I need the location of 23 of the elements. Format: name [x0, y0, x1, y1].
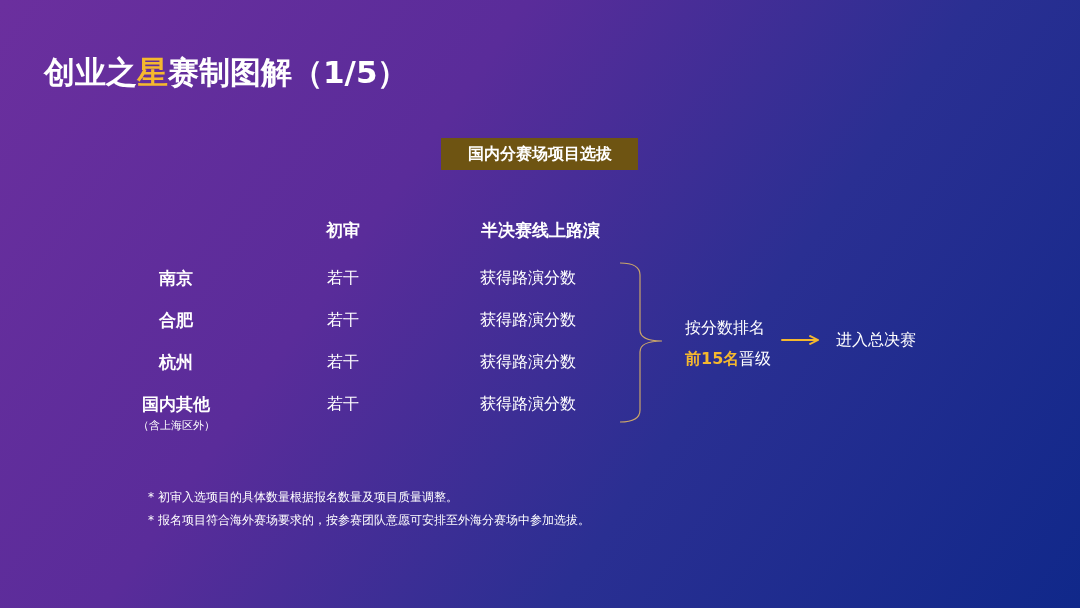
- slide-title: 创业之星赛制图解（1/5）: [44, 53, 409, 92]
- table-cell: 若干: [327, 393, 359, 415]
- table-cell: 获得路演分数: [480, 267, 576, 289]
- text-line: 前15名晋级: [685, 348, 772, 370]
- column-header: 半决赛线上路演: [480, 218, 600, 242]
- table-cell: 获得路演分数: [480, 393, 576, 415]
- table-cell: 获得路演分数: [480, 309, 576, 331]
- region-name: 国内其他: [142, 392, 210, 416]
- region-name: 杭州: [159, 350, 193, 374]
- arrow: [780, 334, 819, 346]
- region-note: （含上海区外）: [137, 417, 215, 433]
- section-header-box: 国内分赛场项目选拔: [441, 138, 638, 170]
- text-line: 按分数排名: [685, 317, 766, 339]
- table-cell: 若干: [327, 309, 359, 331]
- table-cell: 若干: [327, 267, 359, 289]
- table-cell: 获得路演分数: [480, 351, 576, 373]
- text-line: 进入总决赛: [836, 329, 916, 351]
- column-header: 初审: [326, 218, 360, 242]
- region-name: 南京: [159, 266, 193, 290]
- region-name: 合肥: [159, 308, 193, 332]
- table-cell: 若干: [327, 351, 359, 373]
- footnote: * 报名项目符合海外赛场要求的，按参赛团队意愿可安排至外海分赛场中参加选拔。: [148, 512, 590, 529]
- footnote: * 初审入选项目的具体数量根据报名数量及项目质量调整。: [148, 489, 458, 506]
